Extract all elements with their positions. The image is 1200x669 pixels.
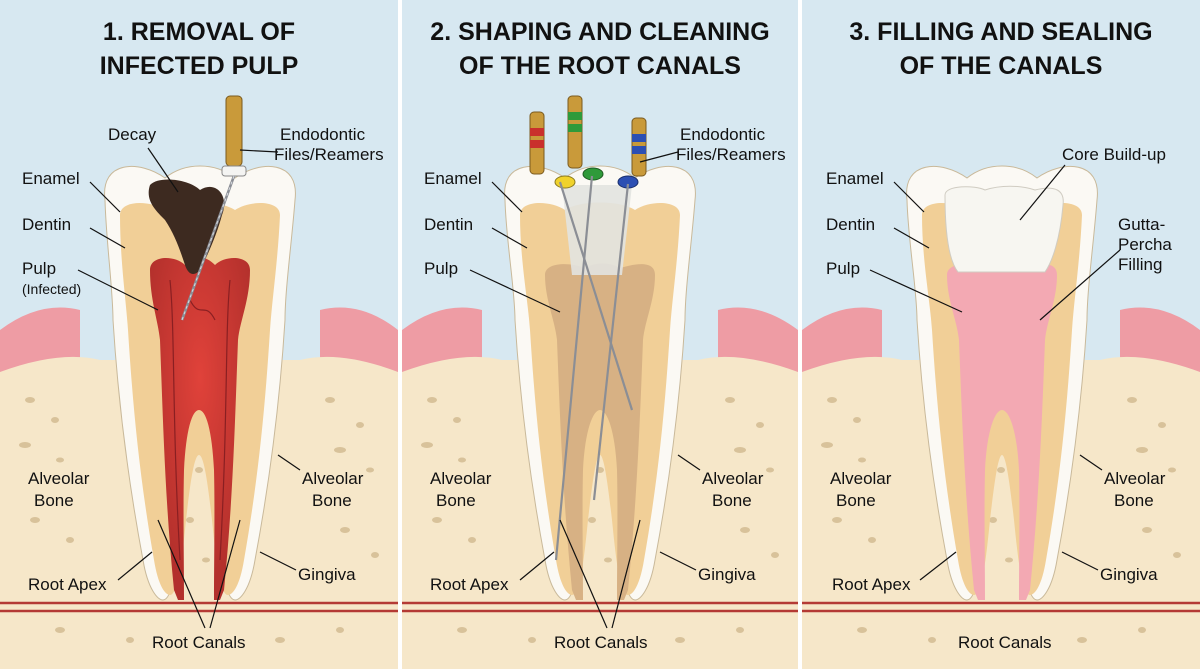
- panel-1-label-root-apex: Root Apex: [28, 575, 107, 594]
- panel-3: [802, 0, 1200, 669]
- panel-3-label-root-canals: Root Canals: [958, 633, 1052, 652]
- panel-2-leaders: [469, 151, 701, 629]
- panel-2-alveolar-bone: [402, 356, 798, 669]
- panel-3-label-bone-right-line1: Alveolar: [1104, 469, 1166, 488]
- panel-1-label-bone-right-line2: Bone: [312, 491, 352, 510]
- panel-2-label-enamel: Enamel: [424, 169, 482, 188]
- panel-2-label-bone-right-line2: Bone: [712, 491, 752, 510]
- panel-2-label-bone-left-line1: Alveolar: [430, 469, 492, 488]
- panel-3-vessel-band: [802, 601, 1200, 613]
- panel-2-label-files-line2: Files/Reamers: [676, 145, 786, 164]
- panel-1-title-line1: 1. REMOVAL OF: [103, 18, 295, 46]
- panel-1-title-line2: INFECTED PULP: [100, 52, 299, 80]
- panel-1-label-decay: Decay: [108, 125, 157, 144]
- panel-2-label-dentin: Dentin: [424, 215, 473, 234]
- panel-1-label-bone-right-line1: Alveolar: [302, 469, 364, 488]
- panel-2-label-gingiva: Gingiva: [698, 565, 756, 584]
- panel-3-label-root-apex: Root Apex: [832, 575, 911, 594]
- panel-2-label-root-canals: Root Canals: [554, 633, 648, 652]
- panel-3-title-line2: OF THE CANALS: [900, 52, 1103, 80]
- panel-2-label-bone-left-line2: Bone: [436, 491, 476, 510]
- panel-1-label-files-line1: Endodontic: [280, 125, 366, 144]
- panel-3-label-pulp: Pulp: [826, 259, 860, 278]
- panel-1-endodontic-file: [180, 95, 247, 321]
- panel-3-core-buildup: [944, 185, 1064, 273]
- panel-3-title-line1: 3. FILLING AND SEALING: [849, 18, 1152, 46]
- panel-3-leaders: [869, 164, 1121, 581]
- panel-2-endodontic-files: [529, 95, 647, 561]
- panel-2-label-bone-right-line1: Alveolar: [702, 469, 764, 488]
- panel-1-bone-pores: [19, 397, 379, 643]
- panel-1-label-root-canals: Root Canals: [152, 633, 246, 652]
- panel-3-alveolar-bone: [802, 356, 1200, 669]
- panel-1-label-gingiva: Gingiva: [298, 565, 356, 584]
- panel-2-bone-pores: [421, 397, 779, 643]
- panel-2-label-pulp: Pulp: [424, 259, 458, 278]
- panel-3-label-gingiva: Gingiva: [1100, 565, 1158, 584]
- panel-3-gutta-percha: [947, 263, 1057, 600]
- panel-2-access-cavity: [562, 185, 632, 275]
- panel-1-label-pulp: Pulp: [22, 259, 56, 278]
- panel-2-cleaned-pulp: [545, 263, 655, 600]
- panel-2-title-line1: 2. SHAPING AND CLEANING: [430, 18, 769, 46]
- panel-1-leaders: [77, 147, 301, 629]
- panel-3-label-gp-line1: Gutta-: [1118, 215, 1165, 234]
- panel-3-label-enamel: Enamel: [826, 169, 884, 188]
- panel-1-vessel-band: [0, 601, 398, 613]
- divider-1: [398, 0, 402, 669]
- panel-3-bone-pores: [821, 397, 1181, 643]
- panel-3-label-bone-right-line2: Bone: [1114, 491, 1154, 510]
- panel-2-label-files-line1: Endodontic: [680, 125, 766, 144]
- panel-1-infected-pulp: [150, 257, 250, 600]
- panel-1-alveolar-bone: [0, 356, 398, 669]
- panel-3-label-bone-left-line1: Alveolar: [830, 469, 892, 488]
- panel-1-label-bone-left-line1: Alveolar: [28, 469, 90, 488]
- panel-3-label-gp-line3: Filling: [1118, 255, 1162, 274]
- panel-3-label-core: Core Build-up: [1062, 145, 1166, 164]
- panel-2: [402, 0, 798, 669]
- panel-1: [0, 0, 398, 669]
- panel-1-label-dentin: Dentin: [22, 215, 71, 234]
- panel-2-title-line2: OF THE ROOT CANALS: [459, 52, 741, 80]
- panel-1-label-files-line2: Files/Reamers: [274, 145, 384, 164]
- panel-3-label-gp-line2: Percha: [1118, 235, 1172, 254]
- divider-2: [798, 0, 802, 669]
- panel-1-label-pulp-note: (Infected): [22, 281, 81, 297]
- panel-3-label-bone-left-line2: Bone: [836, 491, 876, 510]
- panel-1-label-bone-left-line2: Bone: [34, 491, 74, 510]
- panel-1-blood-vessels: [169, 279, 231, 561]
- panel-2-label-root-apex: Root Apex: [430, 575, 509, 594]
- panel-1-decay: [148, 179, 225, 275]
- panel-1-label-enamel: Enamel: [22, 169, 80, 188]
- panel-3-label-dentin: Dentin: [826, 215, 875, 234]
